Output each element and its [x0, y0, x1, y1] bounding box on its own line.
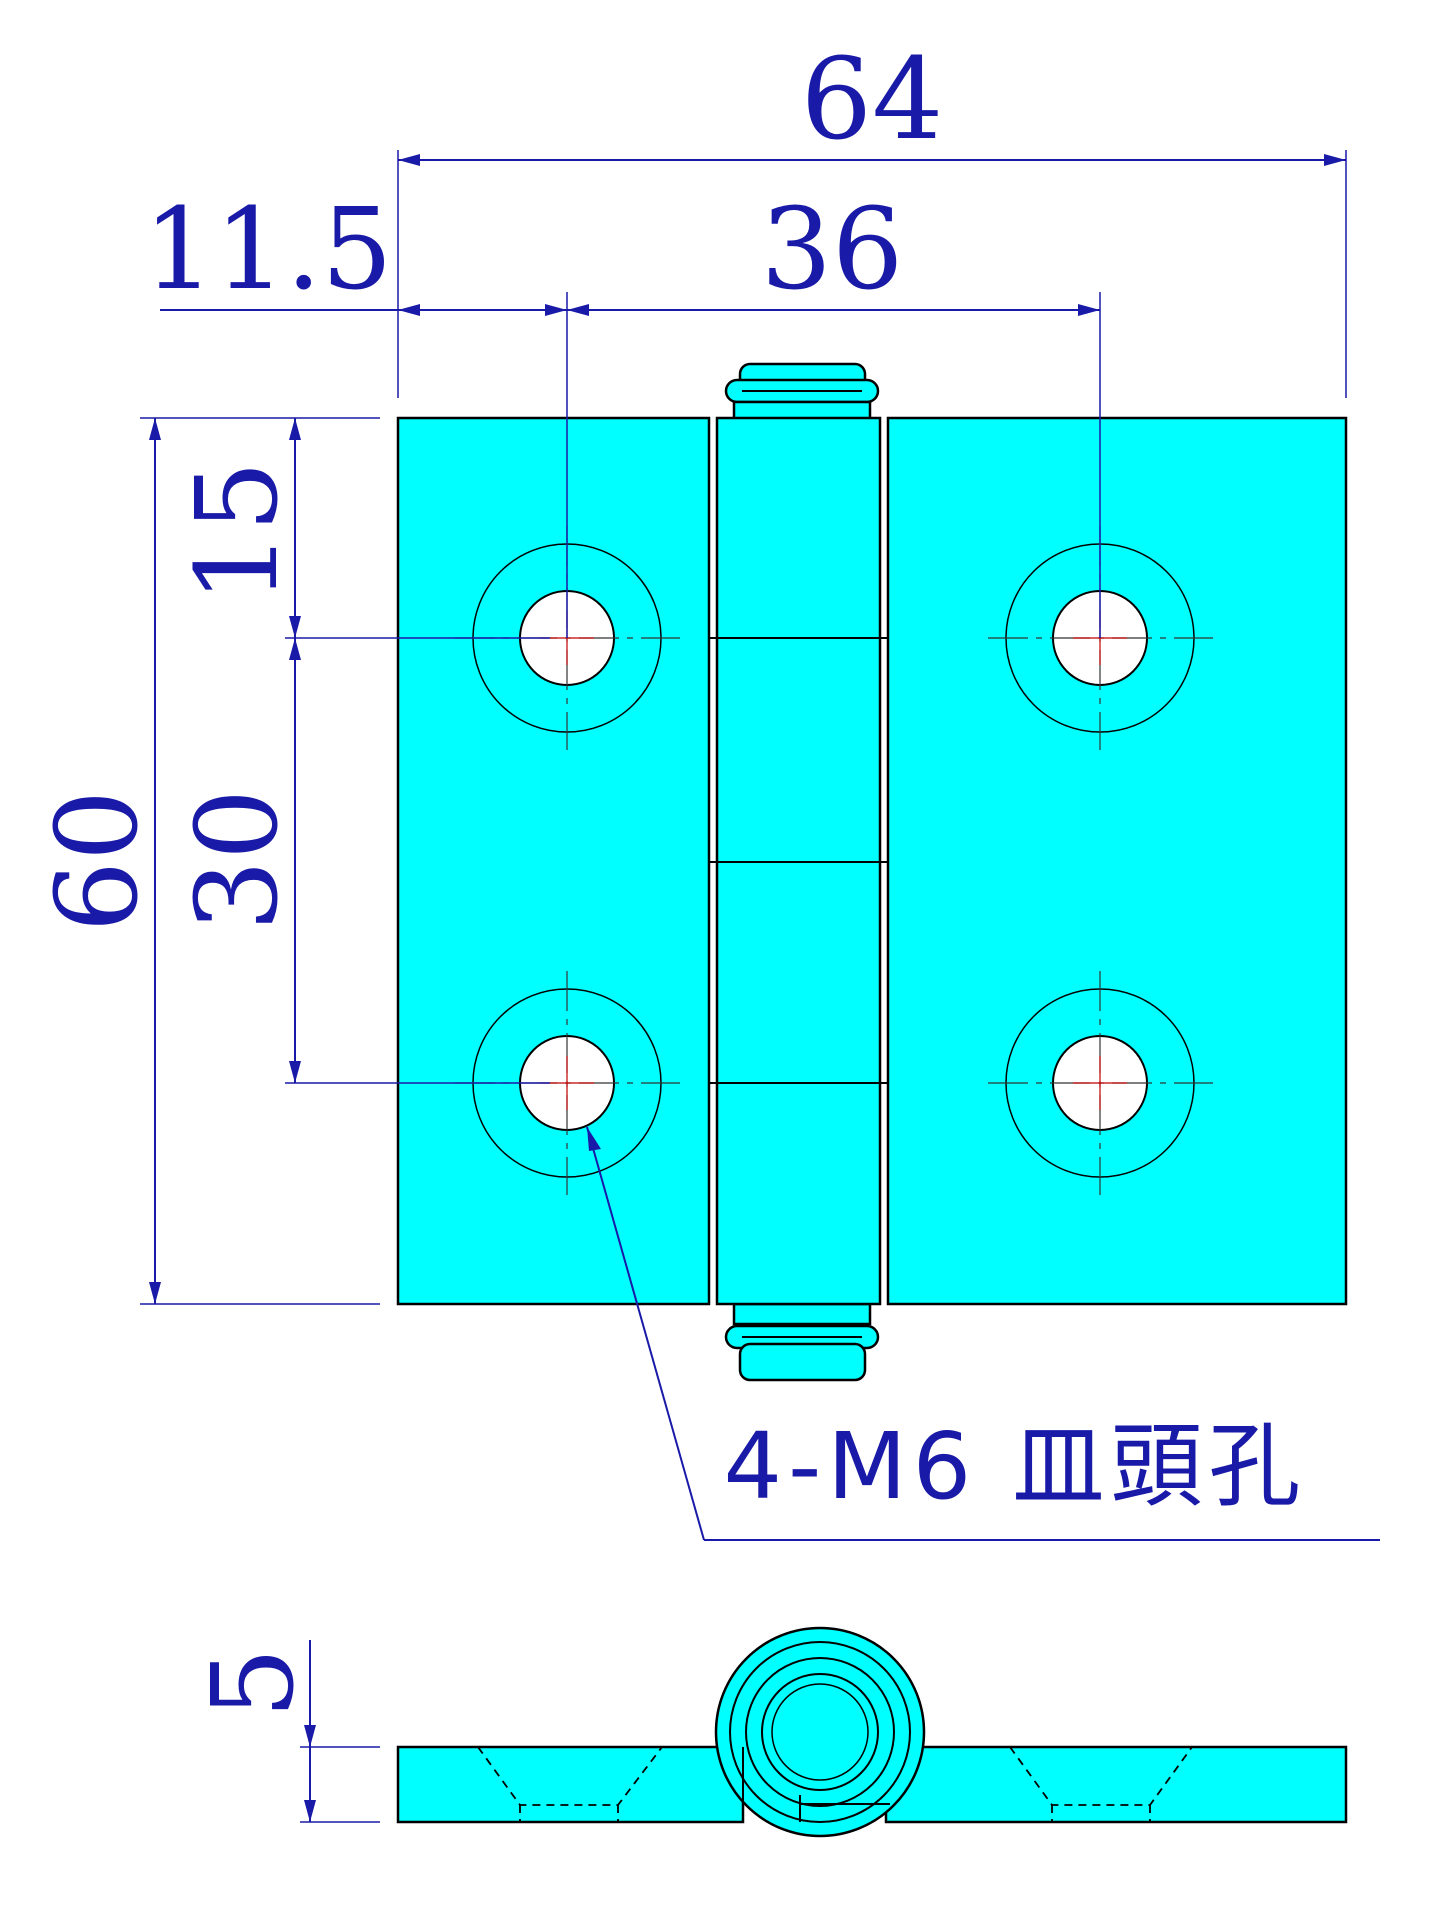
dimension-overall-width: 64: [397, 35, 1347, 398]
dim-label-60: 60: [33, 790, 163, 933]
hinge-side-view: 5: [189, 1626, 1348, 1838]
side-countersink-right: [1009, 1746, 1193, 1822]
dimension-vertical-holes: 15 30: [173, 418, 550, 1084]
dim-label-15: 15: [173, 461, 303, 604]
left-leaf: [396, 416, 711, 1306]
hole-bottom-right: [988, 971, 1213, 1195]
callout-text: 4-M6 皿頭孔: [724, 1413, 1307, 1520]
dim-label-11-5: 11.5: [143, 185, 392, 315]
dim-label-5: 5: [189, 1647, 319, 1718]
side-leaf-right: [884, 1745, 1348, 1824]
dim-label-36: 36: [761, 185, 904, 315]
hole-bottom-left: [455, 971, 680, 1195]
knuckle-segments: [708, 418, 889, 1304]
dimension-hole-spacing-horizontal: 36 11.5: [143, 185, 1101, 638]
hinge-front-view: [396, 362, 1348, 1382]
right-leaf: [886, 416, 1348, 1306]
dim-label-30: 30: [173, 789, 303, 932]
side-countersink-left: [477, 1746, 663, 1822]
dimension-overall-height: 60: [33, 417, 380, 1305]
knuckle-cap-bottom: [724, 1302, 880, 1382]
dim-label-64: 64: [801, 35, 944, 165]
side-leaf-left: [396, 1745, 745, 1824]
side-knuckle: [714, 1626, 926, 1838]
dimension-thickness: 5: [189, 1640, 380, 1823]
hole-callout: 4-M6 皿頭孔: [586, 1126, 1380, 1541]
knuckle-cap-top: [724, 362, 880, 422]
